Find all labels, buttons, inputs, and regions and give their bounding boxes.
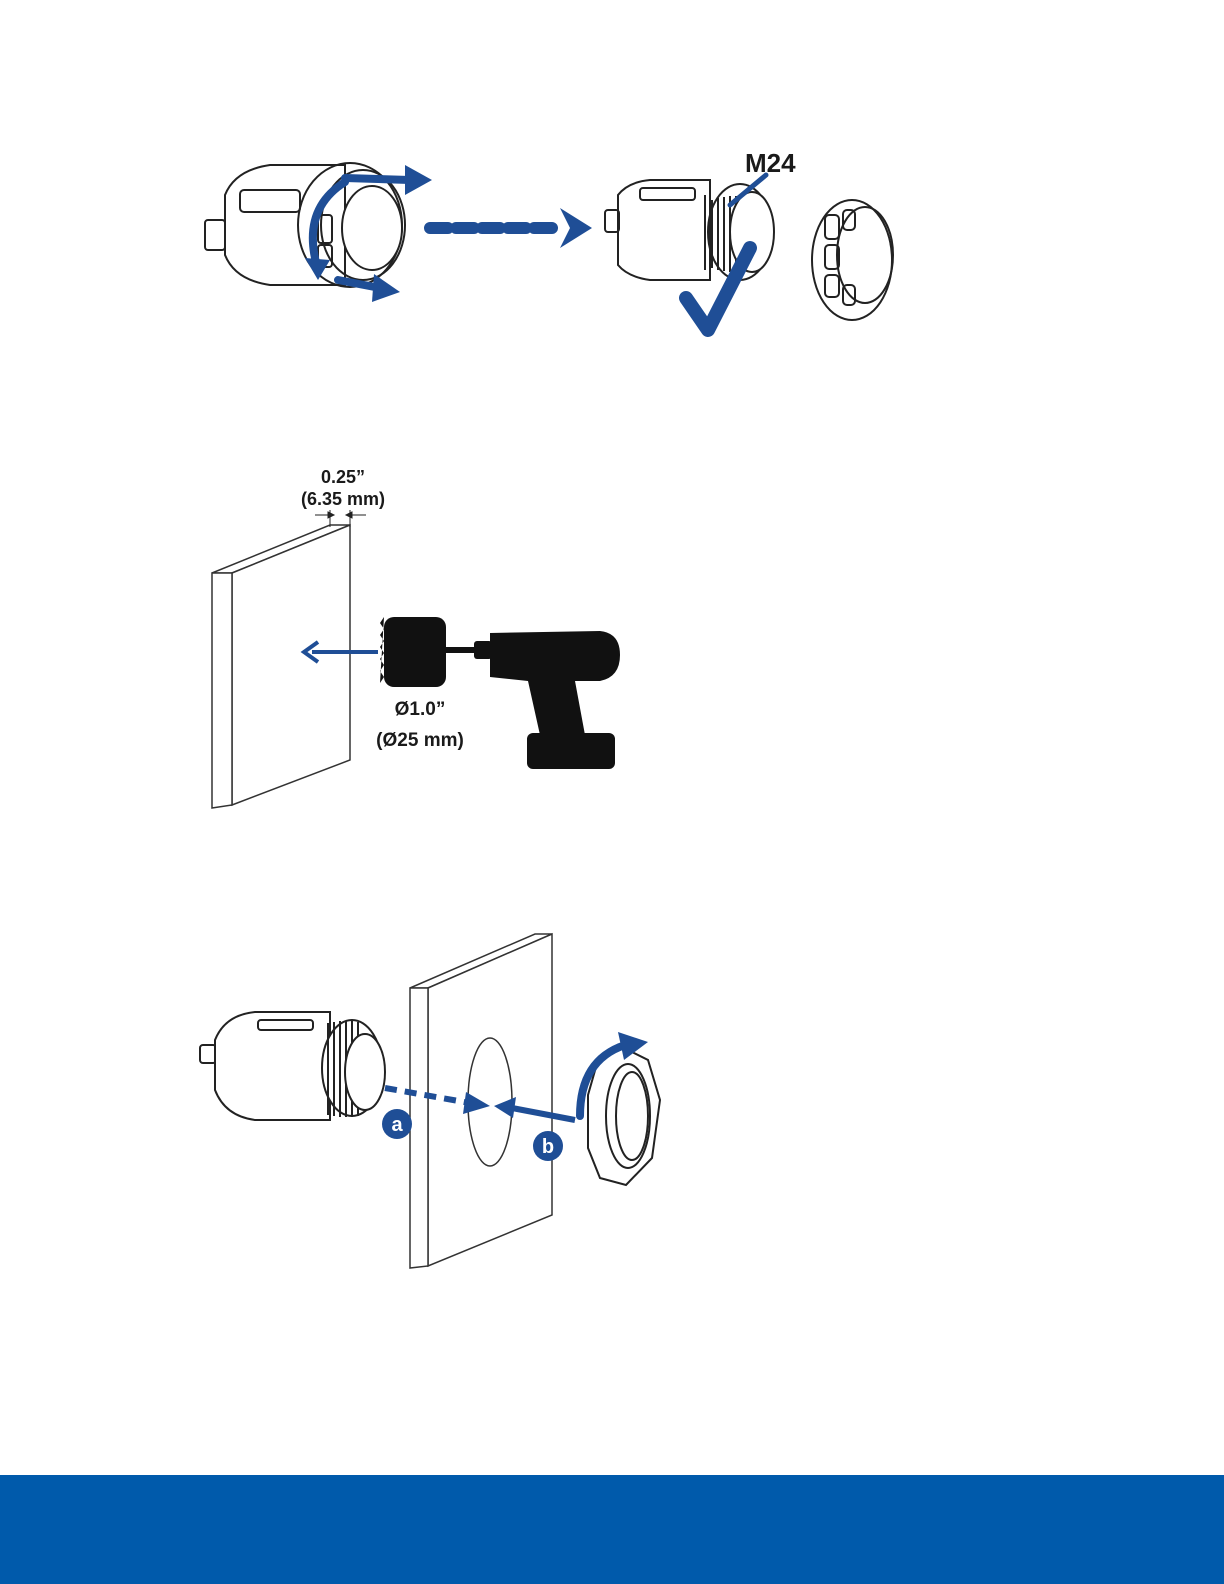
diameter-label-mm: (Ø25 mm) bbox=[376, 730, 464, 751]
remove-cap-illustration: M24 bbox=[0, 120, 1224, 360]
transition-arrowhead-icon bbox=[560, 208, 592, 248]
figure-remove-cap: M24 bbox=[0, 120, 1224, 360]
thickness-label-inches: 0.25” bbox=[321, 467, 365, 487]
thread-size-label: M24 bbox=[745, 148, 796, 178]
drill-hole-illustration: 0.25” (6.35 mm) Ø1.0” (Ø25 mm) bbox=[0, 455, 1224, 825]
rotate-arrowhead-icon bbox=[305, 258, 330, 280]
hex-nut bbox=[588, 1048, 660, 1185]
thickness-label-mm: (6.35 mm) bbox=[301, 489, 385, 509]
pull-arrowhead-bottom-icon bbox=[372, 274, 400, 302]
step-badge-b-label: b bbox=[542, 1136, 554, 1158]
step-badge-b: b bbox=[533, 1131, 563, 1161]
step-badge-a-label: a bbox=[391, 1114, 403, 1136]
mount-illustration: a b bbox=[0, 920, 1224, 1290]
pull-arrow-top-icon bbox=[345, 178, 410, 180]
panel bbox=[212, 525, 350, 808]
cap-nut bbox=[812, 200, 893, 320]
footer-bar bbox=[0, 1475, 1224, 1584]
pull-arrowhead-top-icon bbox=[405, 165, 432, 195]
figure-drill-hole: 0.25” (6.35 mm) Ø1.0” (Ø25 mm) bbox=[0, 455, 1224, 825]
sensor-body-mount bbox=[200, 1012, 385, 1120]
step-badge-a: a bbox=[382, 1109, 412, 1139]
figure-mount-through-panel: a b bbox=[0, 920, 1224, 1290]
diameter-label-inches: Ø1.0” bbox=[395, 699, 446, 720]
